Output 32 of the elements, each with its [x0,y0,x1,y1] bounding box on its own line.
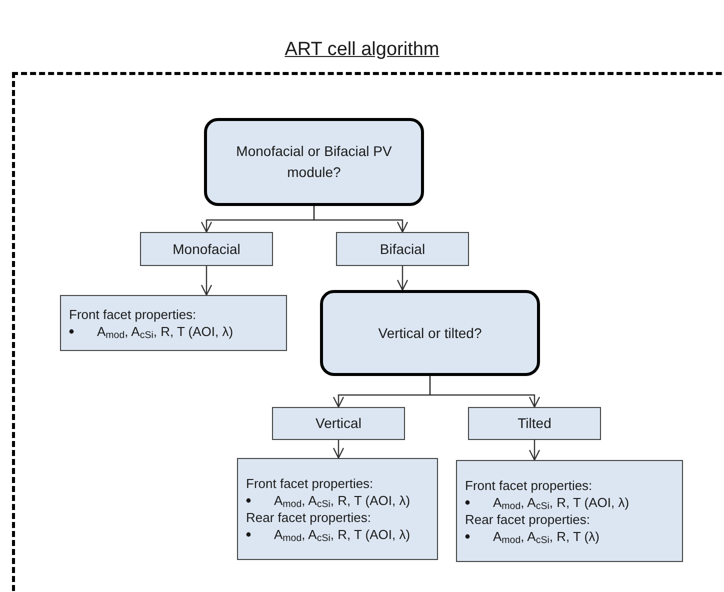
arrow [332,440,344,459]
property-list-item: A$_{mod}$, A$_{cSi}$, R, T (AOI, λ) [274,526,410,543]
properties-box [60,295,287,351]
property-list-item: A$_{mod}$, A$_{cSi}$, R, T (AOI, λ) [97,323,234,340]
section-heading: Front facet properties: [69,306,198,323]
arrow [429,376,540,408]
arrow [528,440,540,461]
property-list-item: A$_{mod}$, A$_{cSi}$, R, T (AOI, λ) [274,492,410,509]
section-heading: Rear facet properties: [465,511,592,528]
arrow [313,206,408,233]
process-box [336,232,469,266]
diagram-title: ART cell algorithm [284,38,440,62]
property-list-item: A$_{mod}$, A$_{cSi}$, R, T (λ) [493,528,600,545]
section-heading: Front facet properties: [246,475,374,492]
arrow [396,266,408,291]
decision-box [320,290,540,376]
properties-box [237,458,438,560]
node-label: Vertical [316,414,362,433]
node-label: Bifacial [380,240,426,258]
arrow [200,266,212,296]
process-box [272,407,405,440]
properties-box [456,460,683,562]
property-list-item: A$_{mod}$, A$_{cSi}$, R, T (AOI, λ) [493,494,630,511]
node-label: Monofacial [172,240,240,258]
node-label: Vertical or tilted? [378,324,482,342]
node-label: Monofacial or Bifacial PV module? [235,142,393,182]
decision-box [204,118,424,206]
node-label: Tilted [518,414,552,433]
section-heading: Front facet properties: [465,477,594,494]
process-box [140,232,273,266]
section-heading: Rear facet properties: [246,509,372,526]
process-box [468,407,601,440]
